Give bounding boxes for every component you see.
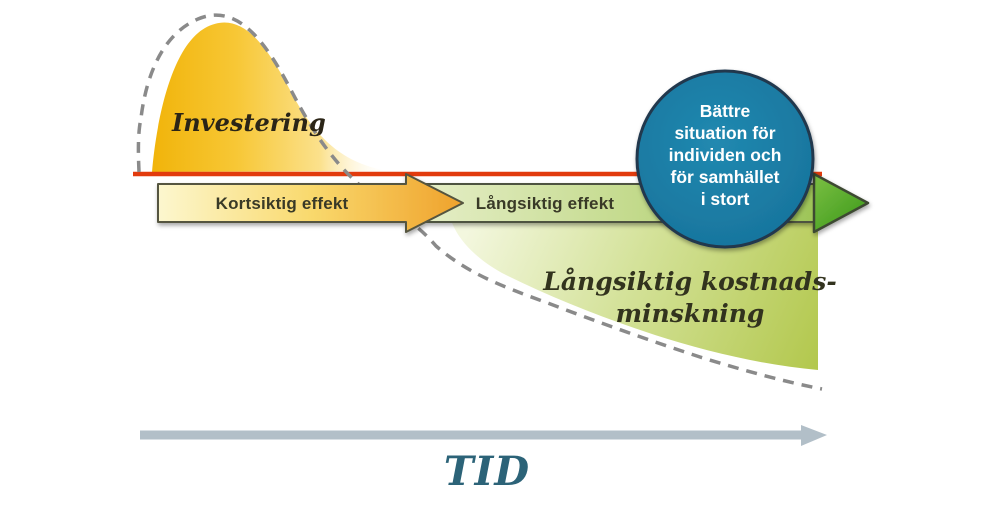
long-term-effect-label: Långsiktig effekt	[475, 194, 615, 213]
short-term-arrow	[157, 173, 464, 233]
cost-reduction-line-1: Långsiktig kostnads-	[543, 267, 837, 296]
outcome-circle-text: Bättre situation för individen och för s…	[648, 100, 802, 210]
outcome-line-2: situation för	[674, 123, 776, 143]
time-axis-arrowhead-icon	[801, 425, 827, 446]
cost-reduction-label: Långsiktig kostnads- minskning	[540, 266, 840, 330]
outcome-circle	[635, 69, 815, 249]
outcome-line-5: i stort	[700, 189, 750, 209]
outcome-line-4: för samhället	[670, 167, 780, 187]
investment-label: Investering	[172, 108, 326, 137]
cost-reduction-line-2: minskning	[615, 299, 765, 328]
investment-curve-fill	[152, 22, 388, 173]
long-term-arrowhead-icon	[812, 172, 870, 234]
cost-reduction-area	[452, 223, 818, 370]
outcome-line-3: individen och	[668, 145, 782, 165]
outcome-line-1: Bättre	[699, 101, 751, 121]
time-axis-label: TID	[443, 448, 531, 495]
short-term-effect-label: Kortsiktig effekt	[215, 194, 349, 213]
